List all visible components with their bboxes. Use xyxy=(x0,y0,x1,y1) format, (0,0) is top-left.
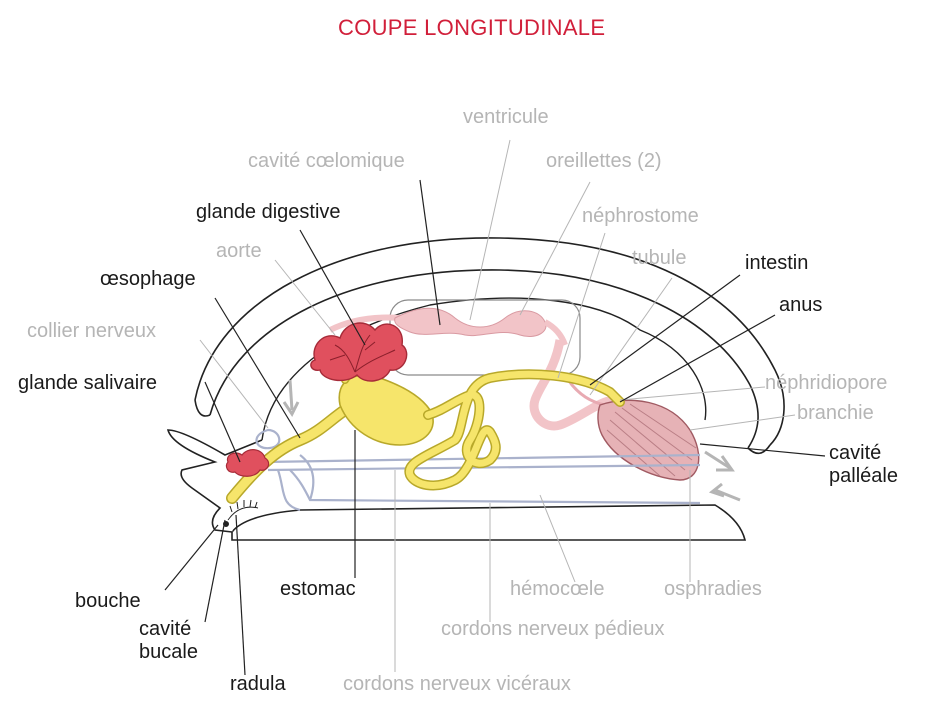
label-collier-nerveux: collier nerveux xyxy=(27,320,156,342)
shell-outer xyxy=(195,238,784,445)
label-cordons-visceraux: cordons nerveux vicéraux xyxy=(343,673,571,695)
digestive-gland xyxy=(311,323,407,381)
label-ventricule: ventricule xyxy=(463,106,549,128)
stomach xyxy=(339,375,433,445)
label-glande-salivaire: glande salivaire xyxy=(18,372,157,394)
foot xyxy=(232,505,745,540)
label-cordons-pedieux: cordons nerveux pédieux xyxy=(441,618,664,640)
label-oreillettes: oreillettes (2) xyxy=(546,150,662,172)
label-bouche: bouche xyxy=(75,590,141,612)
label-cavite-palleale-2: palléale xyxy=(829,465,898,487)
label-osphradies: osphradies xyxy=(664,578,762,600)
label-intestin: intestin xyxy=(745,252,808,274)
label-aorte: aorte xyxy=(216,240,262,262)
label-tubule: tubule xyxy=(632,247,687,269)
label-nephrostome: néphrostome xyxy=(582,205,699,227)
label-cavite-bucale-1: cavité xyxy=(139,618,191,640)
label-estomac: estomac xyxy=(280,578,356,600)
label-branchie: branchie xyxy=(797,402,874,424)
label-cavite-bucale-2: bucale xyxy=(139,641,198,663)
label-hemocoele: hémocœle xyxy=(510,578,604,600)
label-oesophage: œsophage xyxy=(100,268,196,290)
label-nephridiopore: néphridiopore xyxy=(765,372,887,394)
ventricle xyxy=(395,308,546,336)
diagram-title: COUPE LONGITUDINALE xyxy=(338,17,605,39)
mantle-edge xyxy=(195,400,210,416)
label-cavite-palleale-1: cavité xyxy=(829,442,881,464)
label-glande-digestive: glande digestive xyxy=(196,201,341,223)
label-cavite-coelomique: cavité cœlomique xyxy=(248,150,405,172)
label-radula: radula xyxy=(230,673,286,695)
label-anus: anus xyxy=(779,294,822,316)
